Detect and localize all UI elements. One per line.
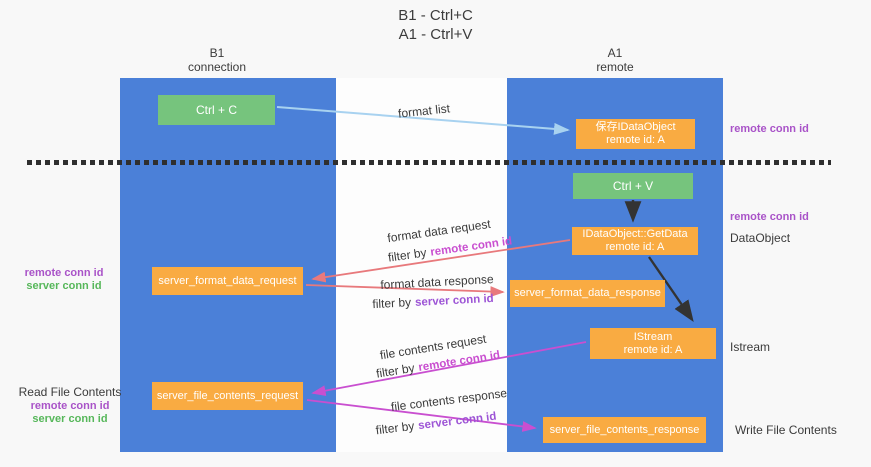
diagram-title: B1 - Ctrl+C A1 - Ctrl+V [0, 6, 871, 44]
session-divider-line [27, 160, 831, 165]
node-ctrl-c: Ctrl + C [158, 95, 275, 125]
label-server-conn-id-left-1: server conn id [26, 280, 102, 292]
node-ctrl-v: Ctrl + V [573, 173, 693, 199]
label-remote-conn-id-right-mid: remote conn id [730, 211, 809, 223]
title-line2: A1 - Ctrl+V [398, 26, 473, 43]
label-istream: Istream [730, 340, 771, 354]
node-getdata-line1: IDataObject::GetData [582, 228, 688, 240]
lane-b1-subtitle: connection [187, 60, 247, 74]
node-save-idataobject: 保存IDataObject remote id: A [576, 119, 695, 149]
node-istream: IStream remote id: A [590, 328, 716, 359]
node-save-idataobject-line2: remote id: A [606, 134, 665, 146]
label-block-read-file-contents: Read File Contents remote conn id server… [10, 385, 130, 426]
node-server-file-contents-request: server_file_contents_request [152, 382, 303, 410]
lane-a1-name: A1 [607, 46, 623, 60]
lane-b1-name: B1 [209, 46, 225, 60]
label-dataobject: DataObject [730, 231, 791, 245]
label-block-conn-ids-upper: remote conn id server conn id [4, 267, 124, 293]
lane-a1-subtitle: remote [596, 60, 634, 74]
node-save-idataobject-line1: 保存IDataObject [595, 121, 676, 133]
label-read-file-contents: Read File Contents [18, 385, 122, 399]
node-istream-line2: remote id: A [623, 343, 683, 356]
label-server-conn-id-left-2: server conn id [32, 413, 108, 425]
filter-prefix: filter by [372, 295, 412, 312]
node-server-file-contents-response: server_file_contents_response [543, 417, 706, 443]
label-write-file-contents: Write File Contents [735, 423, 837, 437]
node-istream-line1: IStream [633, 330, 673, 343]
node-idataobject-getdata: IDataObject::GetData remote id: A [572, 227, 698, 255]
label-remote-conn-id-right-top: remote conn id [730, 123, 809, 135]
node-getdata-line2: remote id: A [605, 241, 665, 253]
label-remote-conn-id-left-2: remote conn id [30, 400, 110, 412]
title-line1: B1 - Ctrl+C [398, 7, 473, 24]
lane-header-b1: B1 connection [117, 46, 317, 74]
lane-header-a1: A1 remote [515, 46, 715, 74]
node-server-format-data-request: server_format_data_request [152, 267, 303, 295]
node-server-format-data-response: server_format_data_response [510, 280, 665, 307]
label-remote-conn-id-left-1: remote conn id [24, 267, 104, 279]
